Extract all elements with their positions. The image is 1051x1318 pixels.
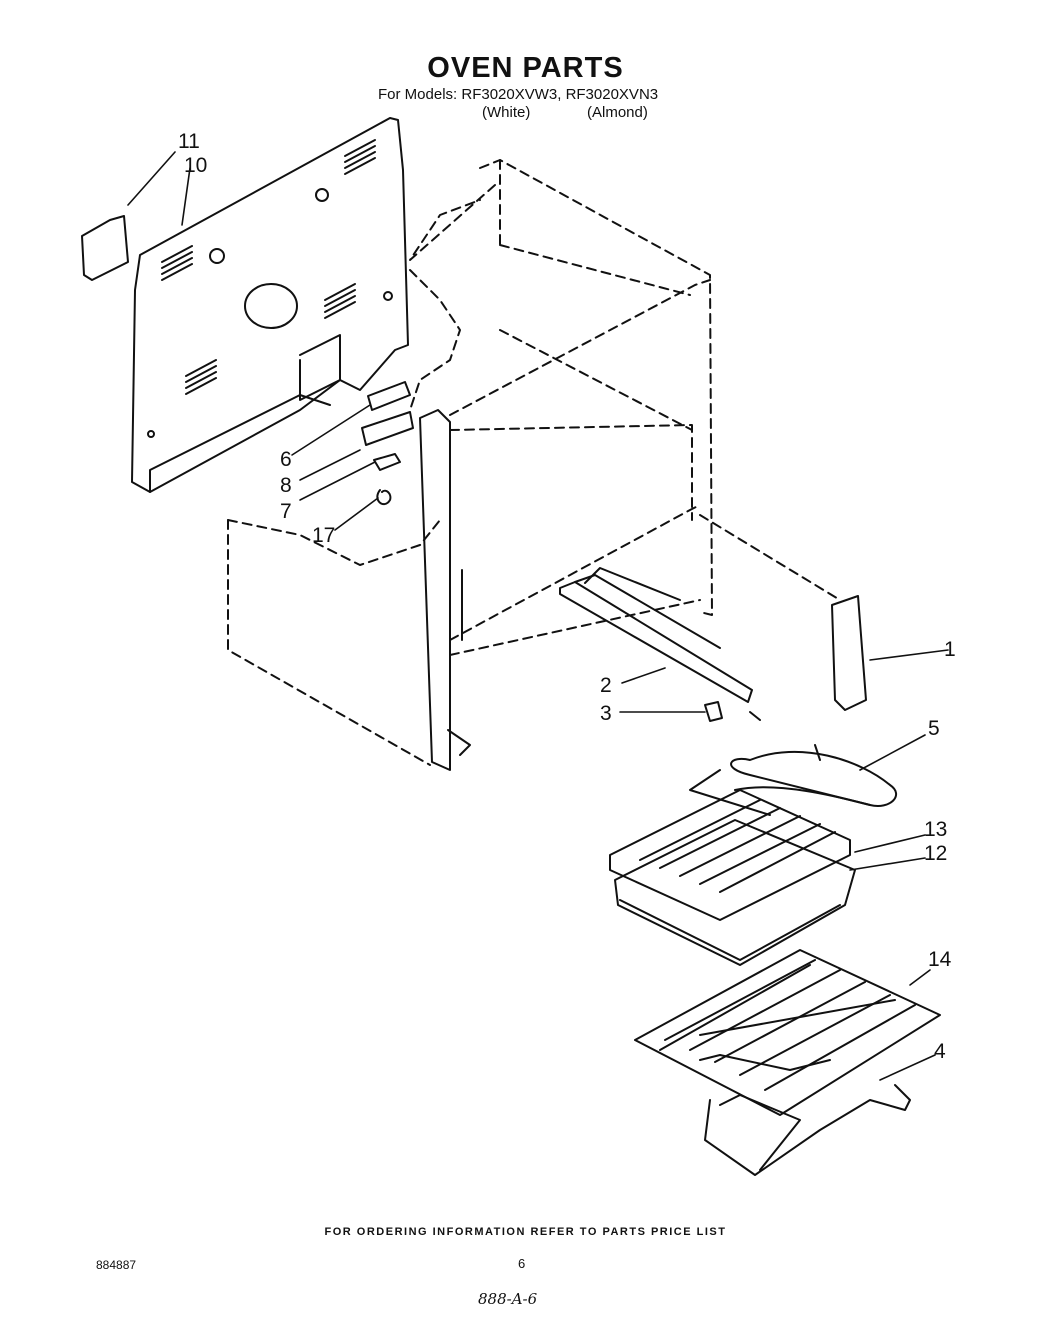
- handwritten-code: 888-A-6: [478, 1290, 538, 1308]
- mounting-bracket-part: [361, 411, 414, 446]
- broiler-pan: [614, 819, 856, 966]
- cavity-side-panel: [419, 409, 471, 771]
- callout-2: 2: [600, 674, 612, 697]
- page-title: OVEN PARTS: [427, 52, 624, 84]
- callout-10: 10: [184, 154, 207, 177]
- clip-part: [373, 453, 401, 471]
- callout-6: 6: [280, 448, 292, 471]
- callout-12: 12: [924, 842, 947, 865]
- callout-1: 1: [944, 638, 956, 661]
- oven-back-panel: [131, 117, 409, 493]
- callout-13: 13: [924, 818, 947, 841]
- bake-element: [699, 1054, 911, 1176]
- small-clip: [704, 701, 723, 722]
- page-number: 6: [518, 1256, 526, 1271]
- callout-4: 4: [934, 1040, 946, 1063]
- element-support-rail: [559, 567, 753, 703]
- document-number: 884887: [96, 1258, 137, 1272]
- broiler-grid: [609, 789, 851, 921]
- callout-8: 8: [280, 474, 292, 497]
- variant-almond-label: (Almond): [587, 104, 648, 121]
- callout-5: 5: [928, 717, 940, 740]
- oven-rack: [634, 949, 941, 1116]
- callout-14: 14: [928, 948, 952, 971]
- variant-white-label: (White): [482, 104, 531, 121]
- terminal-block-part: [367, 381, 411, 411]
- ordering-note: FOR ORDERING INFORMATION REFER TO PARTS …: [324, 1226, 727, 1238]
- oven-cavity-outline: [227, 159, 841, 766]
- wire-hook-part: [376, 489, 392, 506]
- callout-7: 7: [280, 500, 292, 523]
- callout-17: 17: [312, 524, 335, 547]
- callout-11: 11: [178, 130, 200, 153]
- vent-cover-plate: [81, 215, 129, 281]
- side-bracket: [831, 595, 867, 711]
- callout-leader-lines: [127, 151, 949, 1081]
- callout-3: 3: [600, 702, 612, 725]
- broil-element: [689, 711, 898, 816]
- models-line: For Models: RF3020XVW3, RF3020XVN3: [378, 86, 659, 103]
